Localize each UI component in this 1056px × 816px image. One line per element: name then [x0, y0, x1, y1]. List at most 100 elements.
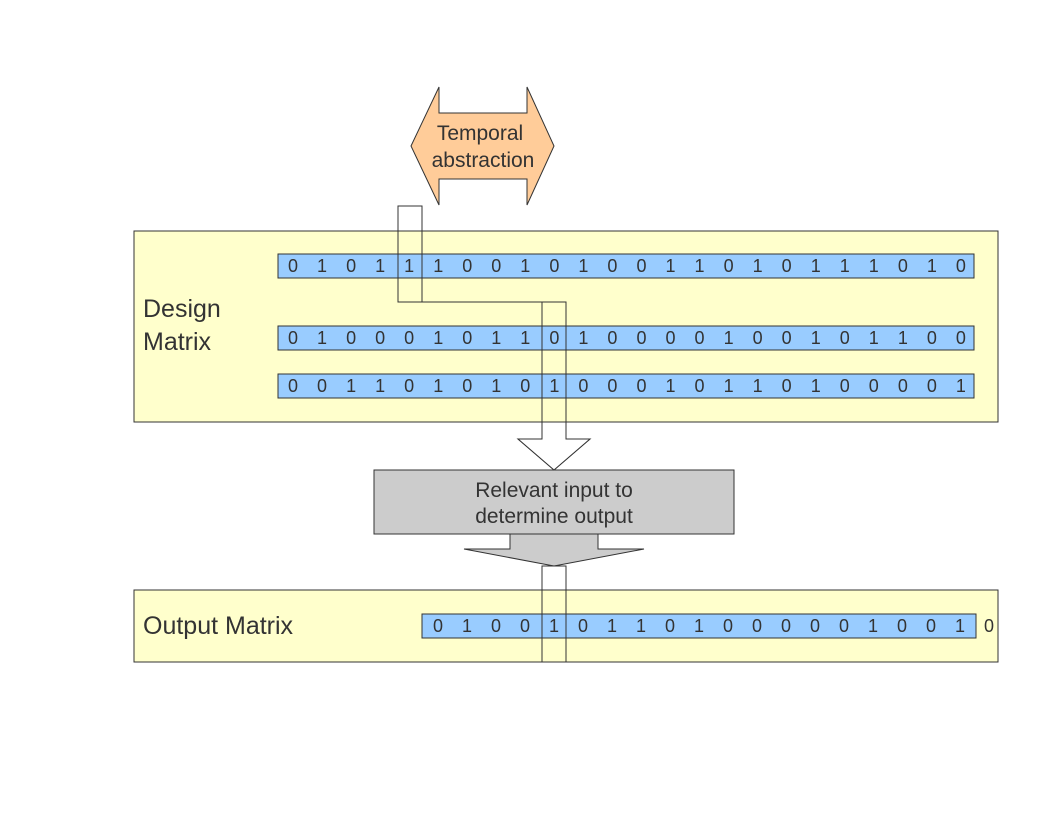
- design-row-2-bit-10: 0: [549, 328, 559, 348]
- design-row-1-bit-9: 1: [520, 256, 530, 276]
- design-row-2-bit-5: 0: [404, 328, 414, 348]
- output-row-bit-16: 1: [868, 616, 878, 636]
- temporal-label-line1: Temporal: [437, 122, 523, 145]
- design-row-1-bit-16: 0: [724, 256, 734, 276]
- output-row-bit-17: 0: [897, 616, 907, 636]
- design-row-2-bit-9: 1: [520, 328, 530, 348]
- design-row-1-bit-3: 0: [346, 256, 356, 276]
- output-row-bit-15: 0: [839, 616, 849, 636]
- design-row-3-bit-20: 0: [840, 376, 850, 396]
- relevant-label-line1: Relevant input to: [475, 479, 633, 502]
- design-row-3-bit-21: 0: [869, 376, 879, 396]
- design-matrix-label-line2: Matrix: [143, 328, 212, 356]
- design-row-1-bit-18: 0: [782, 256, 792, 276]
- design-row-1-bit-5: 1: [404, 256, 414, 276]
- design-row-1-bit-8: 0: [491, 256, 501, 276]
- design-row-1-bit-17: 1: [753, 256, 763, 276]
- design-row-2-bit-2: 1: [317, 328, 327, 348]
- design-row-1-bit-12: 0: [607, 256, 617, 276]
- design-row-1-bit-23: 1: [927, 256, 937, 276]
- design-row-2-bit-23: 0: [927, 328, 937, 348]
- design-row-2-bit-12: 0: [607, 328, 617, 348]
- design-row-2-bit-21: 1: [869, 328, 879, 348]
- design-row-1-bit-20: 1: [840, 256, 850, 276]
- design-row-1-bit-4: 1: [375, 256, 385, 276]
- output-row-bit-10: 1: [694, 616, 704, 636]
- design-row-1-bit-21: 1: [869, 256, 879, 276]
- design-row-3-bit-11: 0: [578, 376, 588, 396]
- design-row-2-bit-13: 0: [636, 328, 646, 348]
- design-row-2-bit-11: 1: [578, 328, 588, 348]
- design-row-3-bit-2: 0: [317, 376, 327, 396]
- design-row-3-bit-14: 1: [666, 376, 676, 396]
- temporal-abstraction-arrow: [410, 86, 555, 206]
- design-row-1-bit-24: 0: [956, 256, 966, 276]
- design-row-2-bit-22: 1: [898, 328, 908, 348]
- output-row-bit-4: 0: [520, 616, 530, 636]
- design-row-3-bit-15: 0: [695, 376, 705, 396]
- temporal-label-line2: abstraction: [432, 149, 535, 172]
- design-row-1-bit-1: 0: [288, 256, 298, 276]
- design-row-3-bit-3: 1: [346, 376, 356, 396]
- output-row-bit-1: 0: [433, 616, 443, 636]
- design-row-3-bit-17: 1: [753, 376, 763, 396]
- design-row-3-bit-1: 0: [288, 376, 298, 396]
- design-row-1-bit-14: 1: [666, 256, 676, 276]
- design-row-1-bit-7: 0: [462, 256, 472, 276]
- design-row-2-bit-14: 0: [666, 328, 676, 348]
- hollow-arrow-head: [516, 421, 592, 471]
- design-row-1-bit-13: 0: [636, 256, 646, 276]
- relevant-input-box: [373, 469, 735, 535]
- design-row-1-bit-22: 0: [898, 256, 908, 276]
- design-row-3-bit-7: 0: [462, 376, 472, 396]
- output-row-bit-20: 0: [984, 616, 994, 636]
- design-row-2-bit-3: 0: [346, 328, 356, 348]
- design-row-2-bit-8: 1: [491, 328, 501, 348]
- relevant-output-arrow: [463, 533, 645, 567]
- output-row-bit-5: 1: [549, 616, 559, 636]
- design-row-3-bit-9: 0: [520, 376, 530, 396]
- output-row-bit-9: 0: [665, 616, 675, 636]
- output-row-bit-19: 1: [955, 616, 965, 636]
- design-row-2-bit-15: 0: [695, 328, 705, 348]
- design-row-3-bit-23: 0: [927, 376, 937, 396]
- design-row-2-bit-17: 0: [753, 328, 763, 348]
- design-row-2-bit-1: 0: [288, 328, 298, 348]
- design-row-3-bit-4: 1: [375, 376, 385, 396]
- output-row-bit-8: 1: [636, 616, 646, 636]
- design-row-3-bit-22: 0: [898, 376, 908, 396]
- output-row-bit-2: 1: [462, 616, 472, 636]
- design-row-3-bit-19: 1: [811, 376, 821, 396]
- design-row-3-bit-24: 1: [956, 376, 966, 396]
- design-row-2-bit-16: 1: [724, 328, 734, 348]
- design-row-1-bit-2: 1: [317, 256, 327, 276]
- design-row-1-bit-11: 1: [578, 256, 588, 276]
- design-row-3-bit-6: 1: [433, 376, 443, 396]
- output-row-bit-18: 0: [926, 616, 936, 636]
- output-matrix-label: Output Matrix: [143, 612, 294, 640]
- design-row-3-bit-8: 1: [491, 376, 501, 396]
- output-row-bit-7: 1: [607, 616, 617, 636]
- design-row-2-bit-7: 0: [462, 328, 472, 348]
- design-row-1-bit-10: 0: [549, 256, 559, 276]
- output-row-bit-14: 0: [810, 616, 820, 636]
- design-row-3-bit-5: 0: [404, 376, 414, 396]
- relevant-label-line2: determine output: [475, 505, 633, 528]
- design-row-3-bit-18: 0: [782, 376, 792, 396]
- design-row-2-bit-4: 0: [375, 328, 385, 348]
- design-row-3-bit-13: 0: [636, 376, 646, 396]
- design-row-1-bit-19: 1: [811, 256, 821, 276]
- design-row-2-bit-19: 1: [811, 328, 821, 348]
- design-row-2-bit-20: 0: [840, 328, 850, 348]
- design-row-3-bit-10: 1: [549, 376, 559, 396]
- design-row-1-bit-15: 1: [695, 256, 705, 276]
- design-row-2-bit-24: 0: [956, 328, 966, 348]
- design-row-1-bit-6: 1: [433, 256, 443, 276]
- output-highlight-column: [541, 565, 567, 663]
- design-row-2-bit-18: 0: [782, 328, 792, 348]
